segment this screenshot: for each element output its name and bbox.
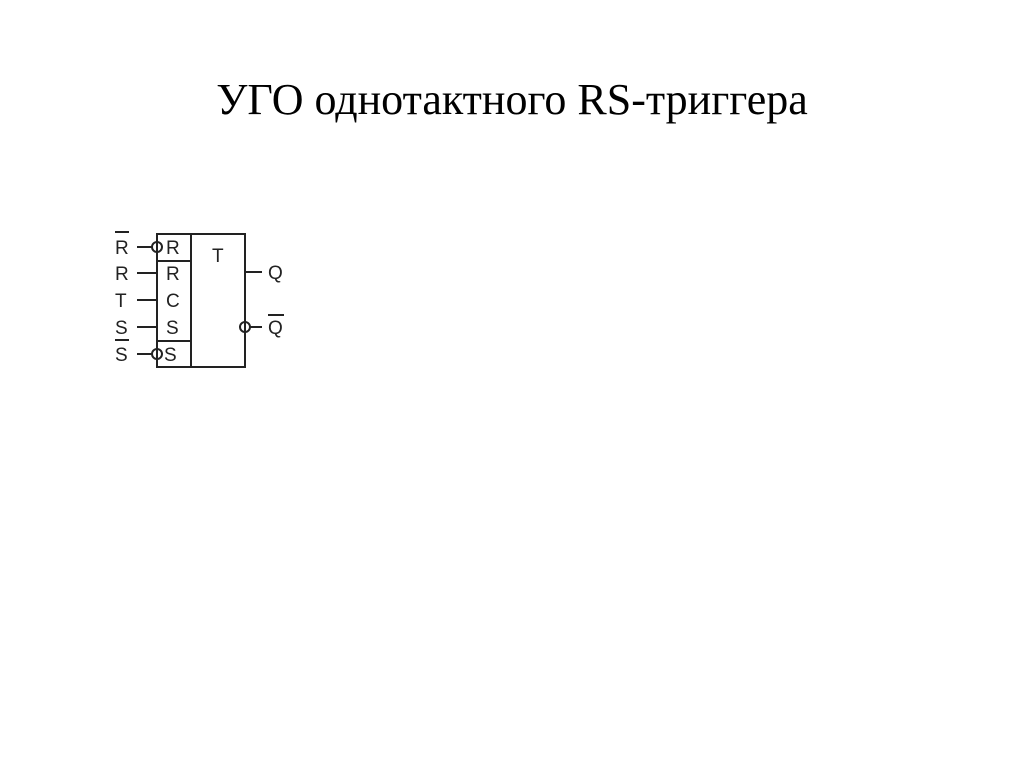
input-label: R [115, 238, 129, 259]
pin-label: R [166, 264, 180, 285]
trigger-diagram: R R T S S R R C S S T Q Q [115, 231, 284, 368]
pin-label: S [166, 318, 179, 339]
input-label: S [115, 318, 128, 339]
input-label: T [115, 291, 127, 312]
block-label: T [212, 246, 224, 267]
inversion-circle [151, 241, 163, 253]
pin-label: R [166, 238, 180, 259]
rs-trigger-symbol: R R T S S R R C S S T Q Q [100, 220, 300, 380]
output-label: Q [268, 318, 283, 339]
pin-label: C [166, 291, 180, 312]
inversion-circle [151, 348, 163, 360]
slide-title: УГО однотактного RS-триггера [216, 75, 808, 124]
pin-label: S [164, 345, 177, 366]
output-label: Q [268, 263, 283, 284]
input-label: S [115, 345, 128, 366]
input-label: R [115, 264, 129, 285]
